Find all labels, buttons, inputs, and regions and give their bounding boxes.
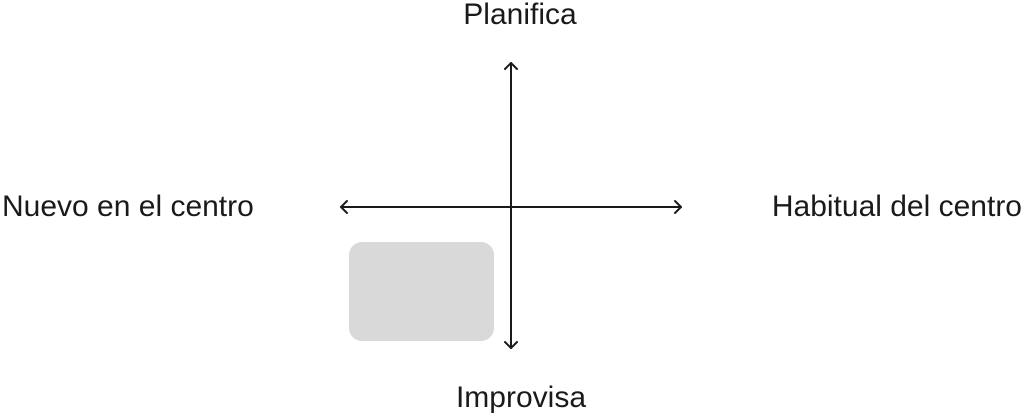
axis-label-top: Planifica <box>463 0 577 31</box>
placeholder-box <box>349 242 494 341</box>
axis-label-right: Habitual del centro <box>771 190 1022 223</box>
vertical-axis-arrow <box>504 62 518 349</box>
axis-label-left: Nuevo en el centro <box>2 190 254 223</box>
axis-label-bottom: Improvisa <box>455 381 587 414</box>
horizontal-axis-arrow <box>340 200 682 214</box>
